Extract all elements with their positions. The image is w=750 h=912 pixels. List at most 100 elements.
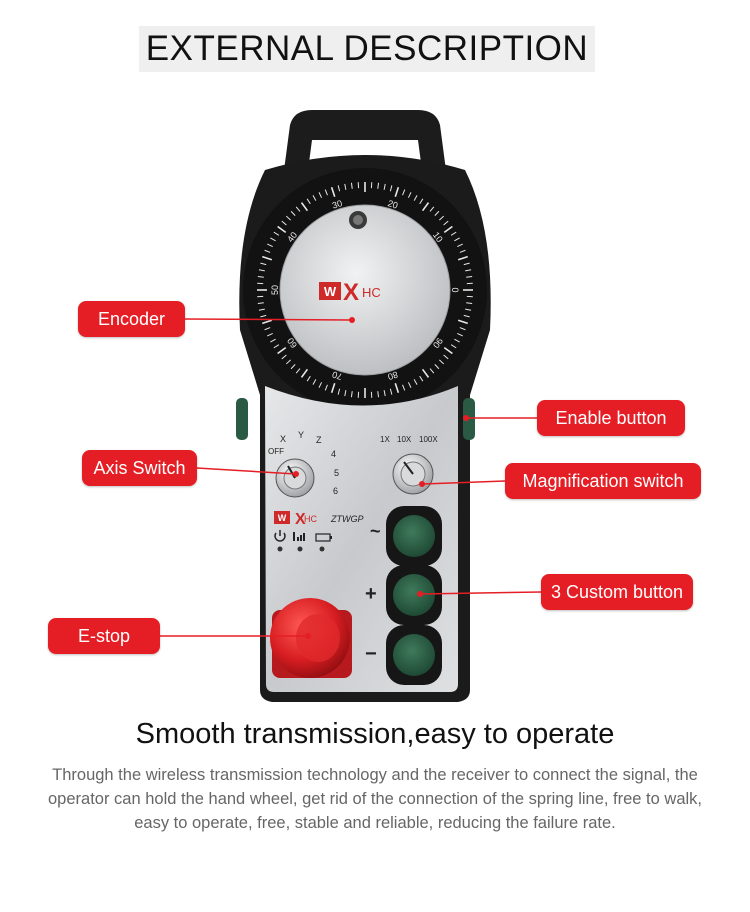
callout-estop: E-stop [48,618,160,654]
dial-tick [312,195,317,201]
handle [283,110,447,178]
dial-tick [295,206,301,212]
dial-tick [277,225,287,234]
dial-tick [318,192,323,198]
disc-logo-w: W [324,284,337,299]
dial-tick [394,382,400,393]
button-symbol-tilde: ~ [370,521,381,541]
custom-button-3: − [365,625,442,685]
dial-number: 50 [270,285,280,295]
axis-label-4: 4 [331,449,336,459]
dial-tick [457,243,463,248]
status-icons [274,530,332,552]
dial-tick [465,308,472,311]
dial-tick [264,249,271,253]
dial-tick [389,185,393,192]
dial-tick [306,375,311,382]
dial-tick [419,375,424,382]
dial-tick [443,346,453,355]
dial-tick [429,368,435,374]
axis-label-x: X [280,434,286,444]
dial-tick [377,391,380,398]
dial-tick [344,390,347,397]
encoder-disc [279,204,451,376]
dial-number: 20 [387,198,400,211]
dial-tick [285,215,291,221]
dial-number: 80 [387,369,400,382]
dial-tick [330,382,336,393]
dial-tick [463,262,470,266]
button-symbol-plus: + [365,583,377,605]
axis-label-z: Z [316,435,322,445]
dial-number: 70 [331,369,344,382]
dial-tick [421,368,430,378]
dial-tick [290,364,296,370]
dial-tick [434,364,440,370]
dial-tick [318,382,323,388]
dial-tick [344,183,347,190]
dial-tick [443,225,453,234]
dial-tick [377,182,380,189]
dial-tick [434,210,440,216]
description: Through the wireless transmission techno… [48,766,702,832]
dial-tick [394,187,400,198]
dial-tick [324,384,328,391]
button-symbol-minus: − [365,643,377,665]
dial-tick [260,262,267,266]
dial-tick [454,237,460,242]
dial-tick [459,327,466,331]
dial-tick [260,314,267,318]
dial-tick [324,189,328,196]
panel-logo: W X HC ZTWGP [274,511,364,528]
dial-tick [443,354,449,360]
dial-tick [270,338,276,343]
disc-logo: W X HC [319,279,381,306]
dial-tick [350,182,353,189]
dial-tick [459,249,466,253]
dial-tick [439,215,445,221]
dial-tick [402,189,406,196]
dial-tick [257,275,264,278]
dial-tick [330,187,336,198]
custom-button-1: ~ [370,506,442,566]
dial-tick [273,344,280,349]
custom-button-2: + [365,565,442,625]
dial-tick [429,206,435,212]
signal-icon [293,532,305,552]
axis-label-6: 6 [333,486,338,496]
model-text: ZTWGP [330,514,364,524]
dial-number: 30 [331,198,344,211]
dial-tick [300,368,309,378]
dial-tick [273,231,280,236]
mag-label-10x: 10X [397,435,412,444]
dial-tick [300,202,309,212]
page-title: EXTERNAL DESCRIPTION [139,26,595,72]
dial-tick [337,185,341,192]
svg-text:X: X [295,511,306,528]
disc-logo-hc: HC [362,285,381,300]
callout-enable-button: Enable button [537,400,685,436]
page-title-text: EXTERNAL DESCRIPTION [145,29,589,68]
dial-tick [463,314,470,318]
dial-tick [258,269,265,272]
dial-tick [450,344,457,349]
svg-text:HC: HC [304,514,317,524]
dial-tick [350,391,353,398]
dial-tick [281,354,287,360]
dial-number: 0 [450,287,460,292]
dial-tick [421,202,430,212]
dial-tick [439,359,445,365]
dial-tick [262,319,273,325]
dial-tick [457,319,468,325]
callout-encoder: Encoder [78,301,185,337]
dial-tick [419,198,424,205]
callout-axis-switch: Axis Switch [82,450,197,486]
dial-tick [457,332,463,337]
estop-button [270,598,352,678]
dial-tick [312,379,317,385]
custom-buttons: ~ + − [365,506,442,685]
dial-tick [450,231,457,236]
dial-tick [267,332,273,337]
mag-label-100x: 100X [419,435,438,444]
